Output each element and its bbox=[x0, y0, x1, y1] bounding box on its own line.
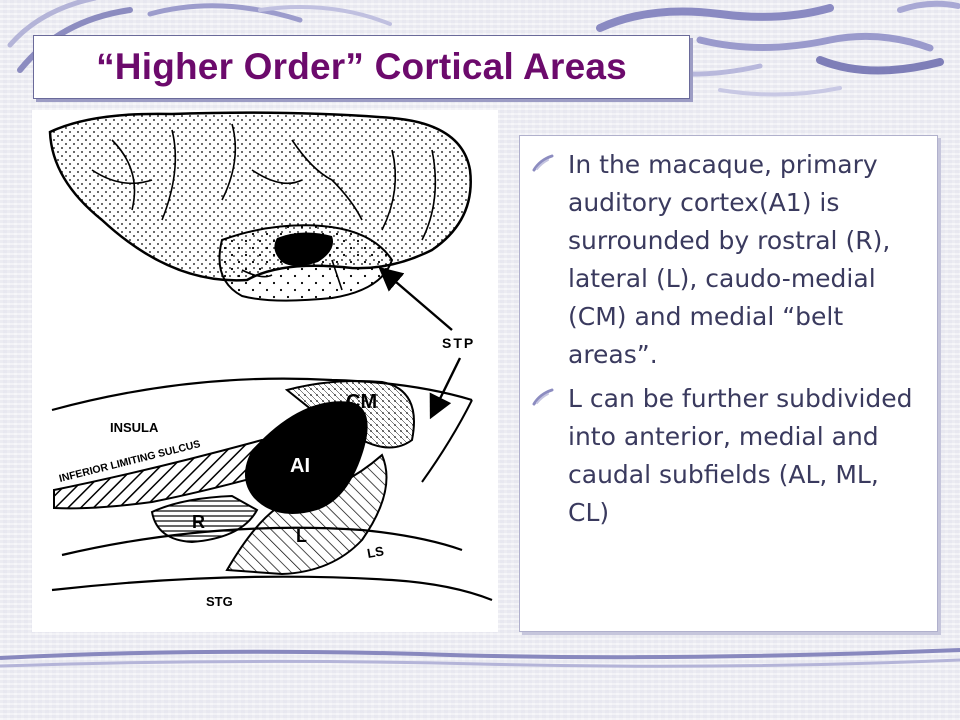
stp-arrow bbox=[378, 266, 462, 420]
bullet-text: In the macaque, primary auditory cortex(… bbox=[568, 150, 891, 369]
stp-map bbox=[51, 377, 493, 602]
slide-title: “Higher Order” Cortical Areas bbox=[96, 46, 627, 87]
label-ai: AI bbox=[290, 455, 310, 477]
label-cm: CM bbox=[346, 391, 377, 413]
title-box: “Higher Order” Cortical Areas bbox=[33, 35, 690, 99]
bullet-item: In the macaque, primary auditory cortex(… bbox=[532, 146, 922, 374]
label-ls: LS bbox=[366, 543, 385, 561]
label-l: L bbox=[296, 526, 307, 546]
brain-outline bbox=[48, 111, 472, 302]
bullet-item: L can be further subdivided into anterio… bbox=[532, 380, 922, 532]
bullet-text-panel: In the macaque, primary auditory cortex(… bbox=[519, 135, 938, 632]
label-stg: STG bbox=[206, 594, 233, 609]
label-stp: STP bbox=[442, 335, 475, 351]
bullet-text: L can be further subdivided into anterio… bbox=[568, 384, 913, 527]
figure-drawing: STP INSULA INFERIOR LIMITING SULCUS AI C… bbox=[48, 111, 493, 609]
auditory-cortex-figure: STP INSULA INFERIOR LIMITING SULCUS AI C… bbox=[32, 110, 498, 632]
quill-bullet-icon bbox=[532, 154, 554, 172]
bottom-decorative-rule bbox=[0, 648, 960, 668]
quill-bullet-icon bbox=[532, 388, 554, 406]
label-r: R bbox=[192, 512, 205, 532]
label-insula: INSULA bbox=[110, 420, 159, 435]
